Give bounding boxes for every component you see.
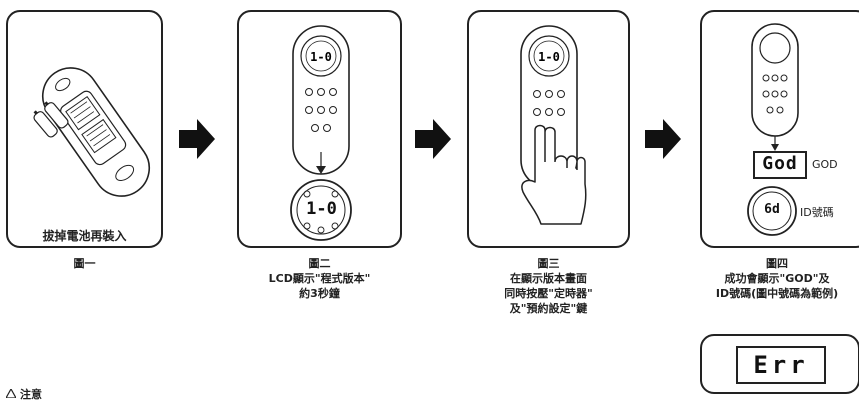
id-label: ID號碼 — [800, 206, 834, 219]
remote-battery-illustration — [33, 67, 151, 197]
god-display: God — [753, 151, 807, 179]
caption-line: 同時按壓"定時器" — [504, 287, 593, 300]
warning-icon — [6, 389, 16, 398]
caption-line: 約3秒鐘 — [299, 287, 340, 300]
caption-line: 圖二 — [308, 257, 331, 270]
arrow-right-icon — [645, 119, 681, 159]
remote-lcd-illustration: 1-0 — [290, 25, 352, 241]
caption-line: 成功會顯示"GOD"及 — [724, 272, 830, 285]
step3-panel: 1-0 — [467, 10, 630, 248]
step1-instruction: 拔掉電池再裝入 — [42, 229, 127, 243]
remote-result-illustration — [747, 23, 799, 236]
step2-panel: 1-0 1-0 — [237, 10, 402, 248]
svg-text:1-0: 1-0 — [538, 50, 560, 64]
step2-caption: 圖二 LCD顯示"程式版本" 約3秒鐘 — [237, 256, 402, 301]
caption-line: 圖四 — [766, 257, 788, 270]
caption-line: 圖一 — [73, 257, 96, 270]
step3-caption: 圖三 在顯示版本畫面 同時按壓"定時器" 及"預約設定"鍵 — [467, 256, 630, 316]
caption-line: ID號碼(圖中號碼為範例) — [715, 287, 839, 300]
svg-text:1-0: 1-0 — [310, 50, 332, 64]
error-display: Err — [736, 346, 826, 384]
caption-line: LCD顯示"程式版本" — [268, 272, 371, 285]
caption-line: 在顯示版本畫面 — [510, 272, 587, 285]
step4-panel: God GOD 6d ID號碼 — [700, 10, 859, 248]
lcd-zoom-readout: 1-0 — [306, 199, 337, 219]
step4-caption: 圖四 成功會顯示"GOD"及 ID號碼(圖中號碼為範例) — [695, 256, 859, 301]
god-label: GOD — [812, 158, 838, 171]
error-panel: Err — [700, 334, 859, 394]
battery-icon — [33, 101, 69, 138]
id-display: 6d — [764, 202, 780, 217]
step1-panel: 拔掉電池再裝入 — [6, 10, 163, 248]
hand-press-illustration: 1-0 — [520, 25, 587, 225]
caption-line: 及"預約設定"鍵 — [509, 302, 588, 315]
caption-line: 圖三 — [537, 257, 560, 270]
step1-caption: 圖一 — [6, 256, 163, 271]
arrow-right-icon — [415, 119, 451, 159]
note-heading: 注意 — [20, 388, 42, 401]
arrow-right-icon — [179, 119, 215, 159]
